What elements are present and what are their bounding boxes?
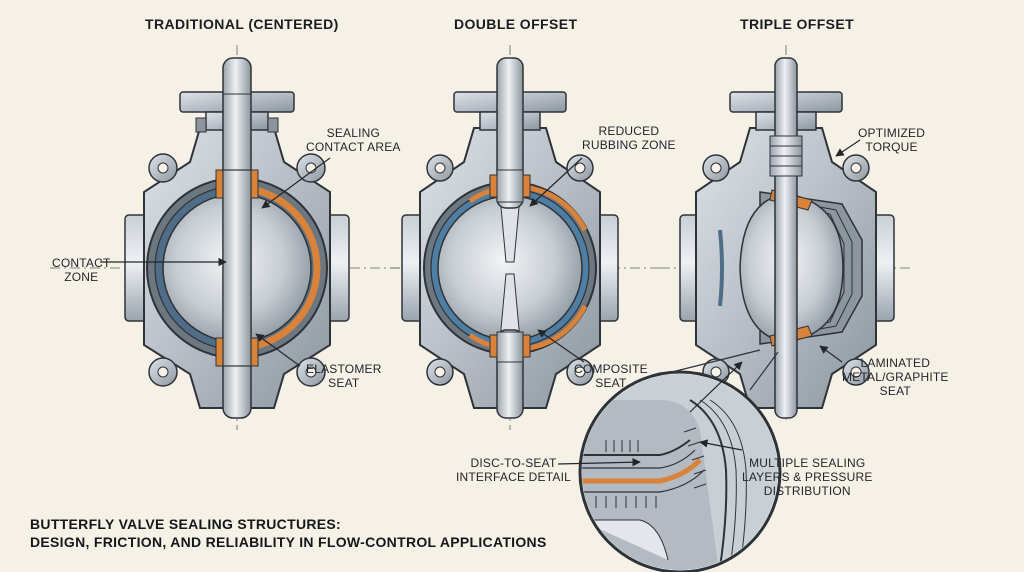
double-offset-valve — [390, 45, 660, 430]
reduced-rubbing-zone-label: REDUCED RUBBING ZONE — [582, 124, 676, 152]
double-offset-heading: DOUBLE OFFSET — [454, 16, 578, 32]
optimized-torque-label: OPTIMIZED TORQUE — [858, 126, 926, 154]
triple-offset-heading: TRIPLE OFFSET — [740, 16, 855, 32]
disc-to-seat-label: DISC-TO-SEAT INTERFACE DETAIL — [456, 456, 571, 484]
leader-lines — [100, 139, 861, 467]
interface-detail-magnifier — [578, 349, 782, 572]
composite-seat-label: COMPOSITE SEAT — [574, 362, 648, 390]
diagram-title-line2: DESIGN, FRICTION, AND RELIABILITY IN FLO… — [30, 534, 547, 550]
laminated-seat-label: LAMINATED METAL/GRAPHITE SEAT — [842, 356, 949, 398]
traditional-heading: TRADITIONAL (CENTERED) — [145, 16, 339, 32]
elastomer-seat-label: ELASTOMER SEAT — [306, 362, 382, 390]
contact-zone-label: CONTACT ZONE — [52, 256, 111, 284]
sealing-contact-area-label: SEALING CONTACT AREA — [306, 126, 401, 154]
multiple-sealing-label: MULTIPLE SEALING LAYERS & PRESSURE DISTR… — [742, 456, 873, 498]
diagram-title-line1: BUTTERFLY VALVE SEALING STRUCTURES: — [30, 516, 342, 532]
triple-offset-valve — [660, 45, 910, 420]
traditional-valve — [50, 45, 420, 430]
